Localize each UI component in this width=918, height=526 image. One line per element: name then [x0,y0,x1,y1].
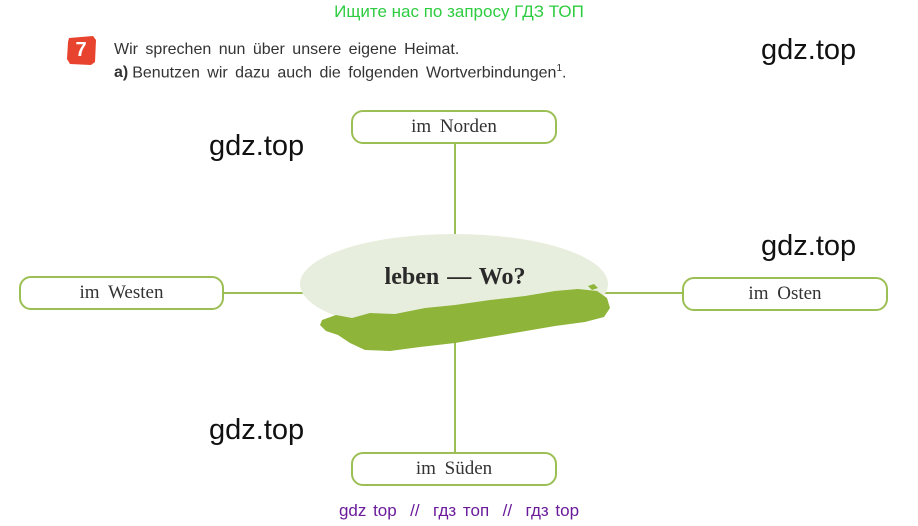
box-east: im Osten [682,277,888,311]
watermark: gdz.top [761,230,857,262]
search-banner[interactable]: Ищите нас по запросу ГДЗ ТОП [334,2,584,21]
footnote-mark: 1 [556,63,562,74]
box-south: im Süden [351,452,557,486]
box-north: im Norden [351,110,557,144]
task-instruction: Wir sprechen nun über unsere eigene Heim… [114,41,460,58]
subtask-text: Benutzen wir dazu auch die folgenden Wor… [132,64,557,82]
box-west: im Westen [19,276,224,310]
subtask-label: a) [114,64,129,82]
footer-links[interactable]: gdz top // гдз топ // гдз top [338,501,580,520]
center-question: leben — Wo? [384,264,526,290]
watermark: gdz.top [761,34,857,66]
watermark: gdz.top [209,130,305,162]
task-number-badge: 7 [66,34,98,66]
task-number: 7 [75,39,87,61]
badge-shape [67,36,96,65]
subtask-end: . [562,64,567,82]
watermark: gdz.top [209,414,305,446]
task-subinstruction: a)Benutzen wir dazu auch die folgenden W… [114,63,566,82]
brush-stroke [320,289,610,351]
